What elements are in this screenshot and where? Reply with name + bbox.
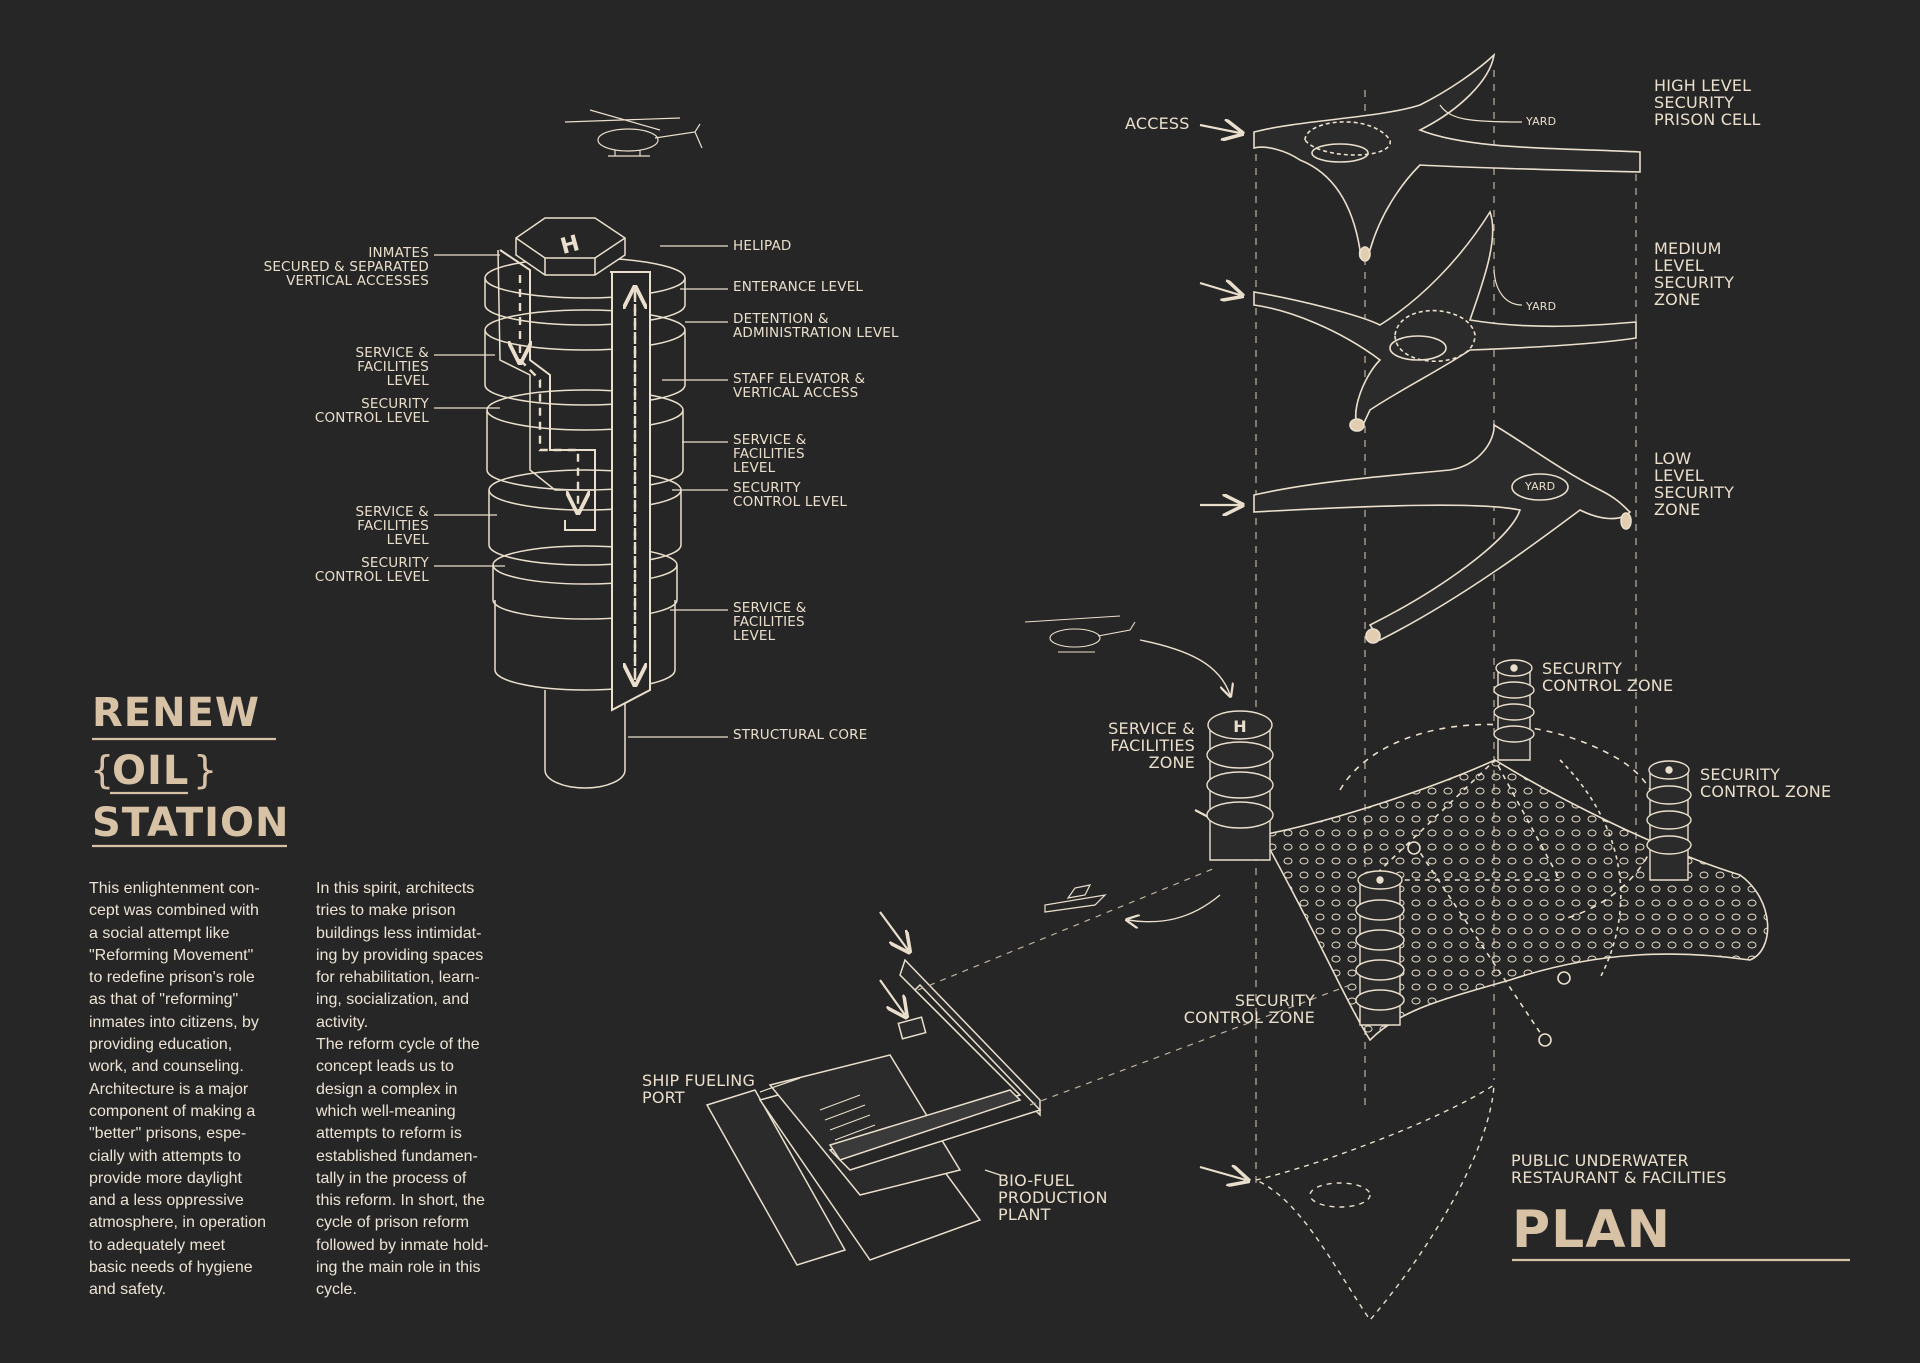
label-access: ACCESS [1125,114,1190,133]
label-right-security: SECURITY CONTROL LEVEL [733,480,848,510]
label-security-zone-right: SECURITY CONTROL ZONE [1700,765,1832,801]
label-structural-core: STRUCTURAL CORE [733,727,868,743]
label-left-service-1: SERVICE & FACILITIES LEVEL [355,345,429,389]
title-line-3: STATION [92,800,290,846]
security-control-tower-bottom [1355,870,1405,1026]
label-yard-2: YARD [1526,300,1557,313]
label-service-zone: SERVICE & FACILITIES ZONE [1108,719,1195,772]
title-line-2: OIL [112,748,190,794]
label-inmates-access: INMATES SECURED & SEPARATED VERTICAL ACC… [263,245,429,289]
tower-leader-lines [434,245,728,738]
title-brace-close: } [193,748,219,792]
label-yard-3: YARD [1525,480,1556,493]
label-helipad: HELIPAD [733,238,792,254]
leader-ship-port [759,1077,1001,1176]
yard-leaders [1439,104,1523,306]
label-biofuel-plant: BIO-FUEL PRODUCTION PLANT [998,1171,1108,1224]
label-medium-security: MEDIUM LEVEL SECURITY ZONE [1654,239,1735,309]
security-control-tower-right [1646,760,1692,881]
label-security-zone-top: SECURITY CONTROL ZONE [1542,659,1674,695]
title-brace-open: { [90,748,116,792]
boat-route-arrow [1128,894,1221,922]
title-line-1: RENEW [92,690,261,736]
fueling-port-plant [705,958,1042,1266]
label-left-service-2: SERVICE & FACILITIES LEVEL [355,504,429,548]
svg-text:H: H [1233,717,1246,736]
label-detention-level: DETENTION & ADMINISTRATION LEVEL [733,311,899,341]
connection-lines [917,867,1351,1106]
label-right-service-1: SERVICE & FACILITIES LEVEL [733,432,807,476]
label-left-security-1: SECURITY CONTROL LEVEL [314,396,429,426]
label-ship-fueling-port: SHIP FUELING PORT [642,1071,756,1107]
plan-heading: PLAN [1512,1200,1672,1260]
restaurant-level [1253,1083,1495,1322]
body-text-column-1: This enlightenment con- cept was combine… [89,880,266,1299]
body-text-column-2: In this spirit, architects tries to make… [316,880,489,1299]
high-security-level [1253,52,1641,262]
service-facilities-tower: H [1206,710,1274,861]
security-control-tower-top [1493,659,1535,761]
label-yard-1: YARD [1526,115,1557,128]
label-entrance-level: ENTERANCE LEVEL [733,279,864,295]
helicopter-route-arrow [1139,639,1230,695]
boat-icon [1044,884,1107,913]
medium-security-level [1253,210,1637,432]
helicopter-icon [564,109,703,157]
label-underwater-restaurant: PUBLIC UNDERWATER RESTAURANT & FACILITIE… [1511,1151,1727,1187]
low-security-level [1253,423,1632,644]
title-underlines [92,737,1850,1262]
label-left-security-2: SECURITY CONTROL LEVEL [314,555,429,585]
label-right-service-2: SERVICE & FACILITIES LEVEL [733,600,807,644]
label-staff-elevator: STAFF ELEVATOR & VERTICAL ACCESS [733,371,866,401]
label-high-security: HIGH LEVEL SECURITY PRISON CELL [1654,76,1761,129]
prison-tower-section: H [484,217,686,789]
main-platform [1260,723,1769,1047]
helicopter-small-icon [1024,615,1136,653]
label-low-security: LOW LEVEL SECURITY ZONE [1654,449,1735,519]
label-security-zone-bottom: SECURITY CONTROL ZONE [1183,991,1315,1027]
